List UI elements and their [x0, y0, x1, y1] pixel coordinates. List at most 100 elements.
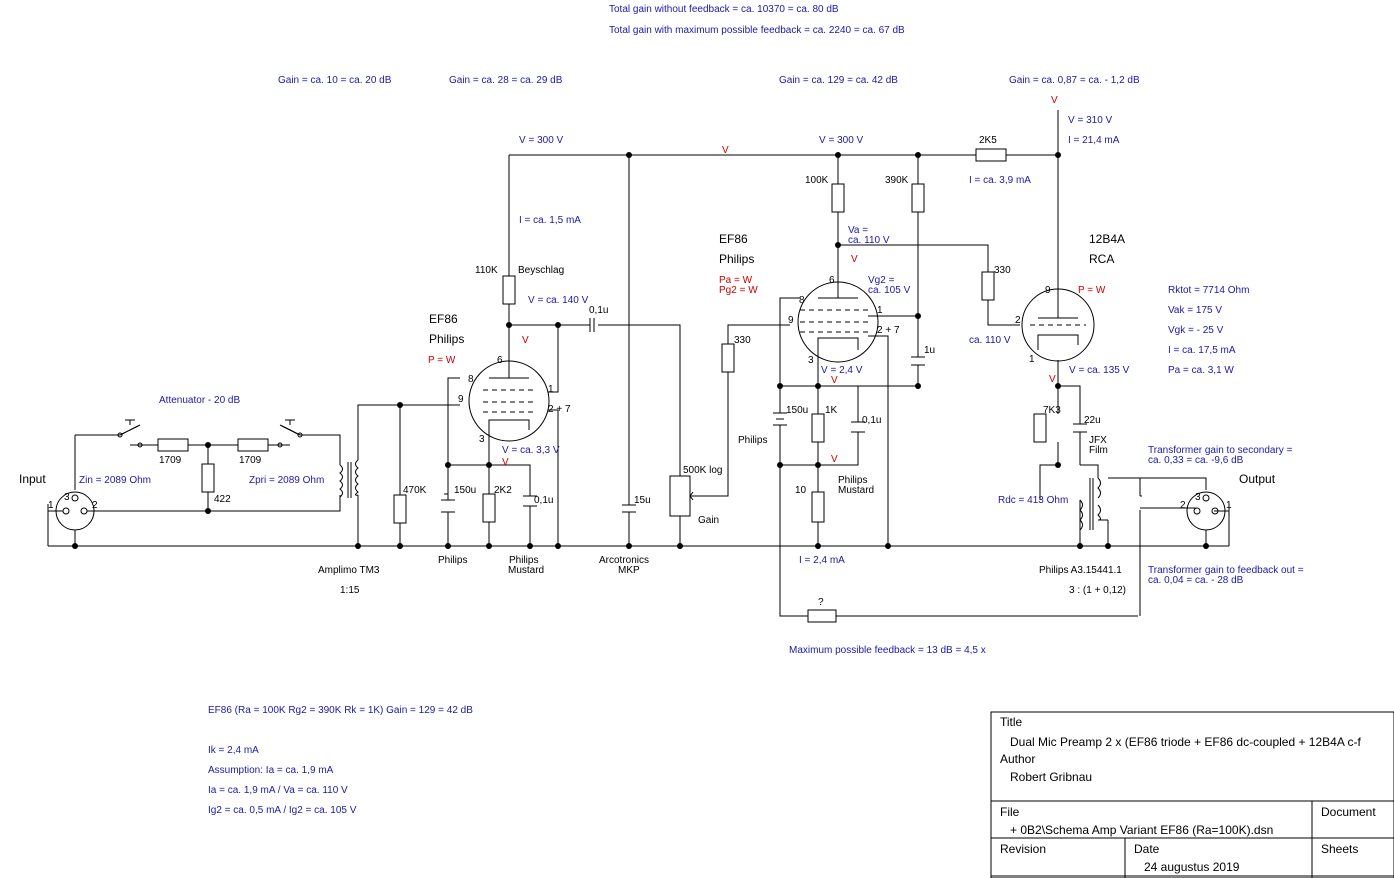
resistor-feedback [807, 609, 837, 623]
fb-max: Maximum possible feedback = 13 dB = 4,5 … [789, 645, 986, 656]
s2-vcath-marker: V [831, 375, 838, 386]
spec-vgk: Vgk = - 25 V [1168, 325, 1224, 336]
note-ia: Ia = ca. 1,9 mA / Va = ca. 110 V [208, 785, 348, 796]
s1-v-marker-cath: V [502, 457, 509, 468]
s3-vsupply: V = 310 V [1068, 115, 1113, 126]
resistor-1k [811, 413, 825, 443]
gain-stage-2: Gain = ca. 28 = ca. 29 dB [449, 75, 563, 86]
resistor-100k [831, 183, 845, 213]
resistors [157, 148, 1047, 623]
s1-cath-cap: 150u [454, 485, 476, 496]
s2-vg2-label: Vg2 = [868, 275, 895, 286]
s3-isupply: I = 21,4 mA [1068, 135, 1120, 146]
s2-va-label: Va = [848, 225, 868, 236]
s1-tube-name: EF86 [429, 312, 458, 326]
tube-ef86-stage1 [468, 360, 550, 442]
spec-pa: Pa = ca. 3,1 W [1168, 365, 1234, 376]
pot-value: 500K log [683, 465, 722, 476]
tx-ratio: 3 : (1 + 0,12) [1069, 585, 1126, 596]
resistor-110k [502, 275, 516, 305]
s2-pa: Pa = W [719, 275, 753, 286]
tb-file: + 0B2\Schema Amp Variant EF86 (Ra=100K).… [1010, 823, 1273, 837]
junctions [72, 152, 1209, 549]
spec-vak: Vak = 175 V [1168, 305, 1222, 316]
potentiometer-500k [669, 475, 691, 517]
r-1709-a-label: 1709 [159, 455, 182, 466]
input-transformer [339, 459, 359, 498]
s2-cath-bypass: 0,1u [862, 415, 881, 426]
tube-ef86-stage2 [797, 281, 879, 363]
s3-tube-maker: RCA [1089, 252, 1114, 266]
resistor-422 [201, 463, 215, 493]
gain-stage-1: Gain = ca. 10 = ca. 20 dB [278, 75, 392, 86]
supply-cap-type: MKP [618, 565, 640, 576]
s3-pin9: 9 [1045, 285, 1051, 296]
r-422-label: 422 [214, 494, 231, 505]
s1-vsupply: V = 300 V [519, 135, 564, 146]
s2-vsupply: V = 300 V [819, 135, 864, 146]
pot-label: Gain [698, 515, 719, 526]
s1-tube-maker: Philips [429, 332, 464, 346]
r-110k-label: 110K [475, 265, 498, 276]
resistor-10 [811, 491, 825, 523]
s2-vg2-value: ca. 105 V [868, 285, 911, 296]
r-1709-b-label: 1709 [239, 455, 262, 466]
s3-out-cap: 22u [1084, 415, 1101, 426]
s2-pin27: 2 + 7 [877, 325, 900, 336]
s2-pin6: 6 [829, 275, 835, 286]
xlr-out-pin1: 1 [1226, 500, 1232, 511]
note-ig2: Ig2 = ca. 0,5 mA / Ig2 = ca. 105 V [208, 805, 357, 816]
tb-document-label: Document [1321, 805, 1376, 819]
tx-gain-sec2: ca. 0,33 = ca. -9,6 dB [1148, 455, 1244, 466]
total-gain-no-fb: Total gain without feedback = ca. 10370 … [609, 4, 839, 15]
resistor-330-grid2 [721, 343, 735, 373]
tb-date-label: Date [1134, 842, 1160, 856]
s3-cath-r: 7K3 [1043, 405, 1061, 416]
tb-sheets-label: Sheets [1321, 842, 1358, 856]
r-470k-label: 470K [403, 485, 427, 496]
output-label: Output [1239, 472, 1276, 486]
s3-vcath-marker: V [1049, 374, 1056, 385]
tx-rdc: Rdc = 413 Ohm [998, 495, 1068, 506]
note-ik: Ik = 2,4 mA [208, 745, 259, 756]
tx-gain-fb: Transformer gain to feedback out = [1148, 565, 1304, 576]
tb-file-label: File [1000, 805, 1020, 819]
zpri-label: Zpri = 2089 Ohm [249, 475, 324, 486]
r-100k-label: 100K [805, 175, 829, 186]
s1-current: I = ca. 1,5 mA [519, 215, 581, 226]
attenuator-switches [117, 419, 303, 448]
resistor-2k2 [482, 493, 496, 523]
s1-power: P = W [428, 355, 456, 366]
s3-vgrid: ca. 110 V [969, 335, 1011, 346]
r-390k-label: 390K [885, 175, 909, 186]
zin-label: Zin = 2089 Ohm [79, 475, 151, 486]
s2-va-value: ca. 110 V [848, 235, 890, 246]
xlr-in-pin1: 1 [48, 500, 54, 511]
supply-cap-brand: Arcotronics [599, 555, 649, 566]
tx-gain-sec: Transformer gain to secondary = [1148, 445, 1293, 456]
wires [47, 110, 1230, 617]
s1-pin3: 3 [479, 434, 485, 445]
tb-revision-label: Revision [1000, 842, 1046, 856]
s3-out-cap-type2: Film [1089, 445, 1108, 456]
supply-cap-value: 15u [634, 495, 651, 506]
attenuator-label: Attenuator - 20 dB [159, 395, 240, 406]
s1-vcath: V = ca. 3,3 V [502, 445, 560, 456]
s2-pin8: 8 [799, 295, 805, 306]
spec-rktot: Rktot = 7714 Ohm [1168, 285, 1249, 296]
capacitors [441, 318, 1087, 513]
gain-stage-3: Gain = ca. 129 = ca. 42 dB [779, 75, 898, 86]
s1-cath-bypass: 0,1u [534, 495, 553, 506]
resistor-330-grid3 [981, 271, 995, 301]
s2-vcath: V = 2,4 V [821, 365, 863, 376]
tb-title-label: Title [1000, 715, 1023, 729]
resistor-1709-b [237, 438, 269, 452]
s3-i-drop: I = ca. 3,9 mA [969, 175, 1031, 186]
bus-v-marker: V [722, 145, 729, 156]
r-2k5-label: 2K5 [979, 135, 997, 146]
gain-stage-4: Gain = ca. 0,87 = ca. - 1,2 dB [1009, 75, 1140, 86]
resistor-390k [911, 183, 925, 213]
s2-pin9: 9 [788, 315, 794, 326]
note-assumption: Assumption: Ia = ca. 1,9 mA [208, 765, 334, 776]
